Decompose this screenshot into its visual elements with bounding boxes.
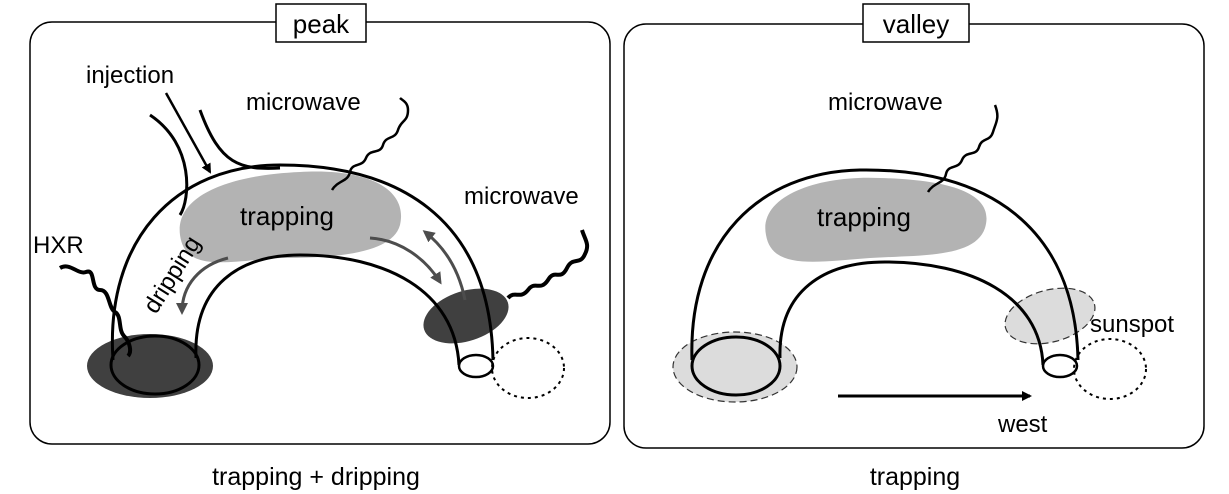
valley-microwave-wave bbox=[926, 104, 999, 193]
valley-sunspot-outline bbox=[1073, 338, 1147, 400]
trapping-label: trapping bbox=[240, 201, 334, 231]
loop-outer-edge bbox=[110, 163, 495, 361]
right-footpoint-ring bbox=[457, 353, 495, 379]
valley-title: valley bbox=[883, 9, 949, 39]
valley-left-footpoint-ring bbox=[690, 335, 782, 397]
microwave-right-label: microwave bbox=[464, 183, 579, 210]
valley-microwave-label: microwave bbox=[828, 89, 943, 116]
peak-panel: peak injection microwave bbox=[29, 3, 611, 491]
hxr-label: HXR bbox=[33, 232, 84, 259]
valley-title-box bbox=[862, 3, 970, 43]
west-label: west bbox=[997, 411, 1048, 438]
microwave-wave-right bbox=[506, 229, 590, 300]
trapping-arrow-bounce bbox=[422, 230, 467, 301]
injection-field-line-right bbox=[198, 109, 281, 170]
microwave-wave-top bbox=[330, 97, 410, 191]
loop-inner-edge bbox=[194, 253, 461, 366]
peak-title: peak bbox=[293, 9, 350, 39]
peak-title-box bbox=[275, 3, 367, 43]
sunspot-label: sunspot bbox=[1090, 311, 1174, 338]
trapping-region bbox=[179, 171, 402, 263]
hxr-wave bbox=[58, 264, 133, 358]
right-footpoint-light-region bbox=[1004, 287, 1096, 345]
left-footpoint-ring bbox=[109, 334, 201, 396]
injection-arrow bbox=[164, 92, 212, 174]
valley-trapping-region bbox=[765, 177, 987, 262]
valley-trapping-label: trapping bbox=[817, 202, 911, 232]
injection-field-line-left bbox=[149, 113, 189, 216]
valley-loop-outer-edge bbox=[690, 168, 1080, 361]
left-footpoint-hxr-source bbox=[87, 334, 213, 398]
sunspot-outline bbox=[491, 337, 565, 399]
microwave-top-label: microwave bbox=[246, 89, 361, 116]
valley-right-footpoint-ring bbox=[1041, 353, 1079, 379]
trapping-arrow-down bbox=[369, 236, 442, 285]
valley-panel: valley microwave trapping sunspot west t… bbox=[623, 3, 1205, 491]
injection-label: injection bbox=[86, 62, 174, 89]
valley-loop-inner-edge bbox=[778, 260, 1045, 366]
peak-caption: trapping + dripping bbox=[212, 463, 420, 491]
dripping-arrow bbox=[176, 256, 229, 315]
valley-caption: trapping bbox=[870, 463, 960, 491]
